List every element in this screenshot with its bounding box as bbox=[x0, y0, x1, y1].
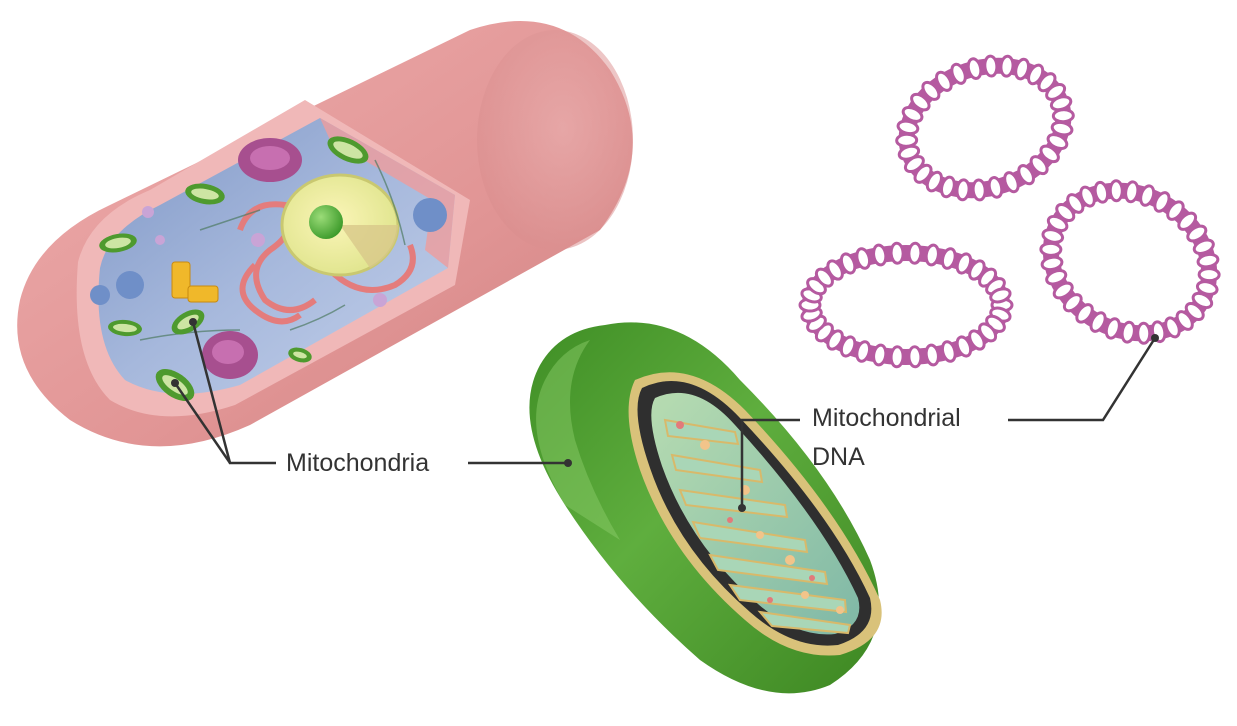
dna-ring bbox=[878, 33, 1093, 222]
label-mitochondrial-dna-line1: Mitochondrial bbox=[812, 398, 961, 438]
mitochondrial-dna-rings bbox=[800, 33, 1237, 374]
mitochondrion-cutaway bbox=[529, 322, 881, 693]
dna-ring bbox=[1012, 150, 1237, 374]
label-mitochondrial-dna-line2: DNA bbox=[812, 437, 865, 477]
label-mitochondria: Mitochondria bbox=[286, 443, 429, 483]
dna-ring bbox=[800, 243, 1012, 367]
